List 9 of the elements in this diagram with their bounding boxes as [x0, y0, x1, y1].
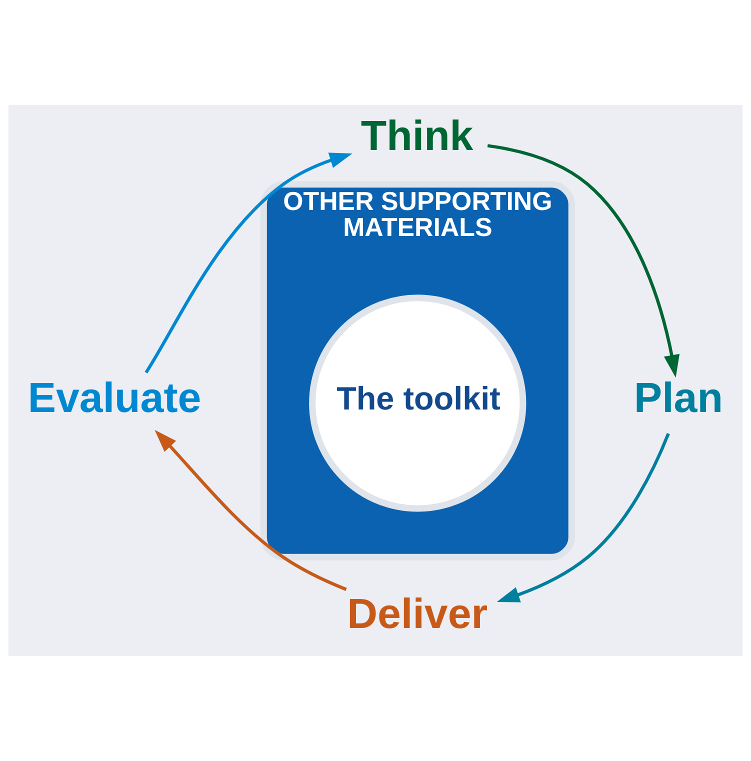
node-text: Evaluate — [28, 374, 202, 421]
node-circle: The toolkit — [309, 294, 526, 512]
arrow — [496, 432, 670, 602]
node-text: Think — [360, 112, 474, 160]
arrow — [487, 144, 680, 378]
node-text: Deliver — [347, 590, 488, 638]
node-text: Plan — [634, 374, 723, 421]
arrow — [144, 152, 352, 374]
arrow — [154, 430, 347, 591]
